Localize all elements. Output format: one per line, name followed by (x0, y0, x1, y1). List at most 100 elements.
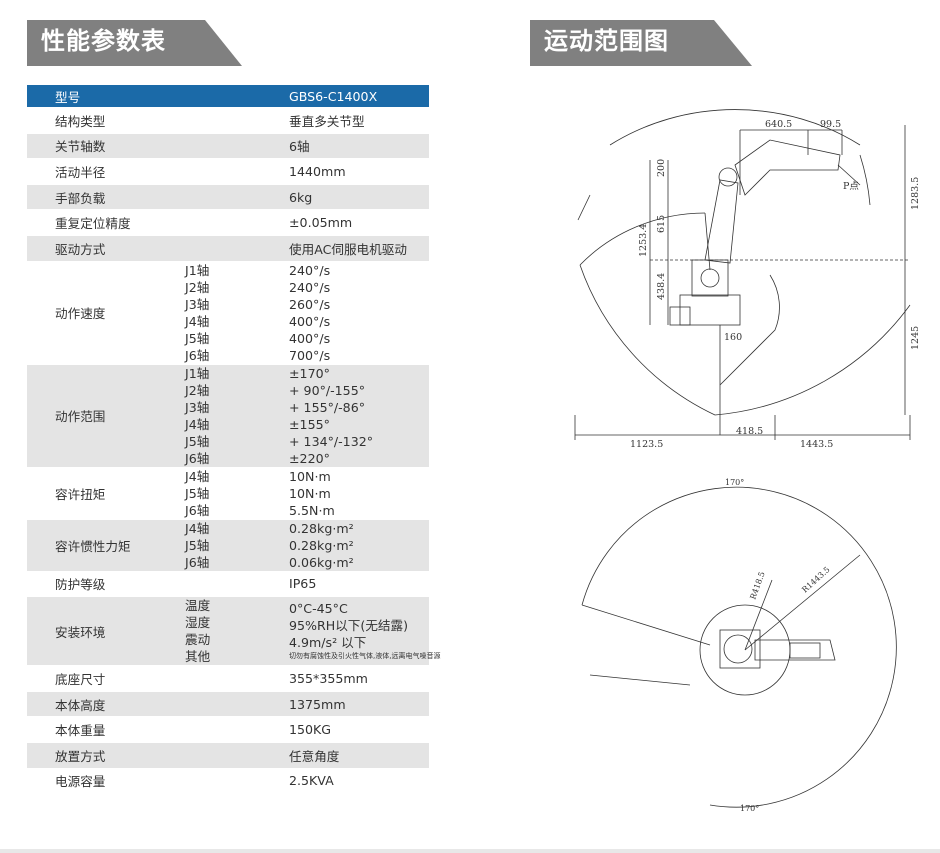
top-view (581, 486, 897, 808)
robot-base-side (669, 306, 691, 326)
value-list: 10N·m 10N·m 5.5N·m (287, 467, 429, 520)
robot-elbow-joint (718, 167, 738, 187)
model-label: 型号 (27, 85, 185, 108)
table-row: 关节轴数 6轴 (27, 133, 429, 160)
radius-inner-line (744, 579, 773, 651)
row-label: 本体重量 (27, 716, 185, 743)
axis-label: J6轴 (185, 347, 210, 363)
env-label: 温度 (185, 598, 211, 614)
axis-label: J1轴 (185, 365, 210, 381)
axis-label: J4轴 (185, 416, 210, 432)
banner-shape (530, 20, 752, 66)
axis-label: J3轴 (185, 399, 210, 415)
angle-label: 170° (740, 804, 759, 813)
axis-label: J2轴 (185, 279, 210, 295)
spec-table: 型号 GBS6-C1400X 结构类型 垂直多关节型 关节轴数 6轴 活动半径 … (27, 85, 441, 795)
top-envelope-outer (581, 486, 897, 808)
row-label: 关节轴数 (27, 133, 185, 160)
row-label: 动作速度 (27, 261, 185, 365)
robot-lower-arm (704, 179, 739, 264)
env-label: 湿度 (185, 615, 211, 631)
row-value: 355*355mm (287, 665, 429, 692)
dim-label: 1443.5 (800, 439, 833, 450)
row-value: 400°/s (289, 330, 331, 346)
radius-label: R1443.5 (800, 565, 831, 594)
robot-top-turret (723, 634, 753, 664)
row-label: 安装环境 (27, 596, 185, 667)
axis-list: J4轴 J5轴 J6轴 (185, 467, 287, 520)
row-value: 0.28kg·m² (289, 537, 354, 553)
axis-label: J4轴 (185, 313, 210, 329)
row-label: 底座尺寸 (27, 665, 185, 692)
table-row: 电源容量 2.5KVA (27, 768, 429, 795)
table-row: 手部负载 6kg (27, 184, 429, 211)
env-note: 切勿有腐蚀性及引火性气体,液体,远离电气噪音源 (289, 652, 441, 661)
top-limit-line-lower (589, 674, 691, 686)
envelope-edge (704, 212, 711, 271)
envelope-arc-inner (579, 212, 706, 266)
dim-label: 160 (724, 332, 742, 343)
dim-label: 438.4 (656, 273, 667, 300)
table-row: 驱动方式 使用AC伺服电机驱动 (27, 235, 429, 262)
table-row: 底座尺寸 355*355mm (27, 665, 429, 692)
table-row: 结构类型 垂直多关节型 (27, 107, 429, 134)
robot-top-wrist (789, 642, 821, 659)
row-value: 95%RH以下(无结露) (289, 618, 409, 634)
axis-label: J5轴 (185, 537, 210, 553)
row-value: 10N·m (289, 485, 331, 501)
p-point-leader (837, 164, 861, 186)
dim-label: 418.5 (736, 426, 763, 437)
env-label: 震动 (185, 632, 211, 648)
row-value: 0.06kg·m² (289, 554, 354, 570)
axis-label: J5轴 (185, 433, 210, 449)
row-label: 防护等级 (27, 571, 185, 598)
robot-shoulder-joint (700, 268, 720, 288)
table-row: 本体高度 1375mm (27, 691, 429, 718)
axis-list: J1轴 J2轴 J3轴 J4轴 J5轴 J6轴 (185, 364, 287, 468)
dim-label: 1245 (910, 326, 921, 350)
row-value: + 155°/-86° (289, 399, 365, 415)
row-label: 结构类型 (27, 107, 185, 134)
robot-base (679, 294, 741, 326)
row-value: 1440mm (287, 158, 429, 185)
axis-label: J5轴 (185, 330, 210, 346)
banner-shape (27, 20, 242, 66)
envelope-arc-top (609, 109, 861, 146)
row-label: 电源容量 (27, 768, 185, 795)
row-value: ±155° (289, 416, 330, 432)
value-list: 0.28kg·m² 0.28kg·m² 0.06kg·m² (287, 519, 429, 572)
dim-label: 1253.4 (638, 224, 649, 257)
row-value: 10N·m (289, 468, 331, 484)
row-value: 240°/s (289, 262, 331, 278)
axis-label: J6轴 (185, 450, 210, 466)
motion-range-diagram: 640.5 99.5 P点 200 615 1253.4 438.4 1283.… (574, 109, 921, 813)
row-value: 2.5KVA (287, 768, 429, 795)
top-limit-line-upper (581, 604, 711, 646)
row-value: 使用AC伺服电机驱动 (287, 235, 429, 262)
row-value: IP65 (287, 571, 429, 598)
row-label: 容许扭矩 (27, 467, 185, 520)
axis-label: J3轴 (185, 296, 210, 312)
row-value: 4.9m/s² 以下 (289, 635, 367, 651)
right-section-banner: 运动范围图 (530, 20, 752, 66)
left-section-title: 性能参数表 (41, 27, 166, 55)
row-label: 活动半径 (27, 158, 185, 185)
row-value: + 134°/-132° (289, 433, 374, 449)
dim-label: 640.5 (765, 119, 792, 130)
angle-label: 170° (725, 478, 744, 487)
row-value: 0.28kg·m² (289, 520, 354, 536)
value-list: ±170° + 90°/-155° + 155°/-86° ±155° + 13… (287, 364, 429, 468)
radius-outer-line (744, 554, 861, 651)
value-list: 240°/s 240°/s 260°/s 400°/s 400°/s 700°/… (287, 261, 429, 365)
table-row: 本体重量 150KG (27, 716, 429, 743)
row-value: ±220° (289, 450, 330, 466)
robot-upper-arm (734, 139, 841, 196)
table-row: 放置方式 任意角度 (27, 742, 429, 769)
dim-label: 1123.5 (630, 439, 663, 450)
row-label: 驱动方式 (27, 235, 185, 262)
row-value: 150KG (287, 716, 429, 743)
model-value: GBS6-C1400X (287, 85, 429, 108)
value-list: 0°C-45°C 95%RH以下(无结露) 4.9m/s² 以下 切勿有腐蚀性及… (287, 596, 441, 667)
table-row: 防护等级 IP65 (27, 571, 429, 598)
row-label: 本体高度 (27, 691, 185, 718)
